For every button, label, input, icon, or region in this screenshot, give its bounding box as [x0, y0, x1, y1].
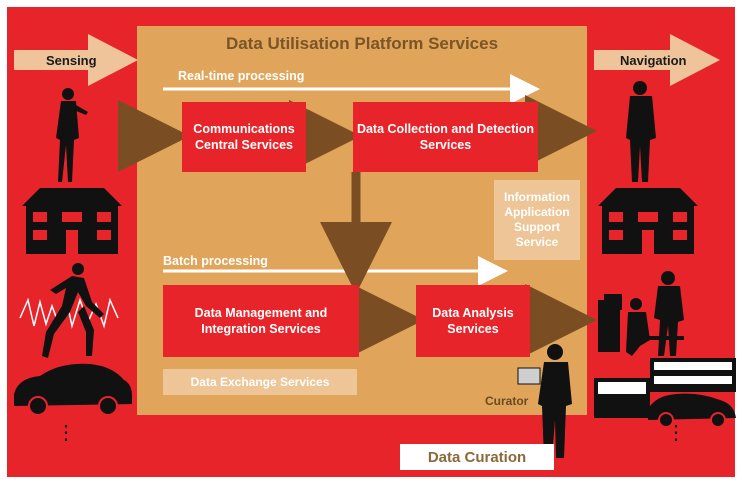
businessman-phone-icon [626, 81, 656, 182]
collection-box: Data Collection and Detection Services [353, 102, 538, 172]
bus-vehicles-icon [594, 358, 736, 428]
left-ellipsis: ⋮ [56, 422, 76, 444]
analysis-box: Data Analysis Services [416, 285, 530, 357]
info-support-box: Information Application Support Service [494, 180, 580, 260]
sensing-arrow-icon [14, 34, 138, 86]
exchange-box: Data Exchange Services [163, 369, 357, 395]
curator-label: Curator [485, 394, 529, 408]
realtime-label: Real-time processing [178, 69, 305, 83]
runner-heartbeat-icon [19, 263, 119, 358]
navigation-label: Navigation [620, 52, 687, 68]
communications-box: Communications Central Services [182, 102, 306, 172]
curator-laptop-icon [517, 344, 572, 458]
house-icon [22, 188, 122, 254]
navigation-arrow-icon [594, 34, 720, 86]
right-ellipsis: ⋮ [666, 422, 686, 444]
management-box: Data Management and Integration Services [163, 285, 359, 357]
house-icon [598, 188, 698, 254]
car-icon [14, 363, 132, 416]
woman-phone-icon [56, 88, 88, 182]
office-workers-icon [598, 271, 684, 356]
curation-label: Data Curation [400, 444, 554, 470]
sensing-label: Sensing [46, 52, 97, 68]
batch-label: Batch processing [163, 254, 268, 268]
platform-title: Data Utilisation Platform Services [225, 34, 499, 53]
